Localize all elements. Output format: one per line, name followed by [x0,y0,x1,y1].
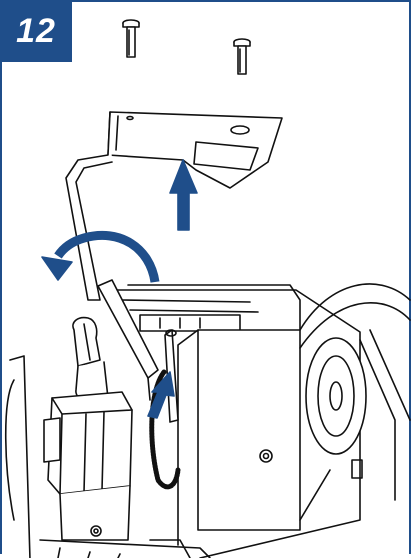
lever-arm [97,279,159,401]
grinding-wheel [299,283,411,521]
screw-icon [233,38,251,75]
up-arrow-icon [169,159,198,231]
rotate-arrow-icon [41,230,160,283]
screw-icon [122,19,140,58]
push-arrow-icon [147,371,175,419]
machine-base [4,355,211,558]
step-number-badge: 12 [0,0,72,62]
cover-plate [65,111,283,301]
clamp-block [43,391,133,541]
